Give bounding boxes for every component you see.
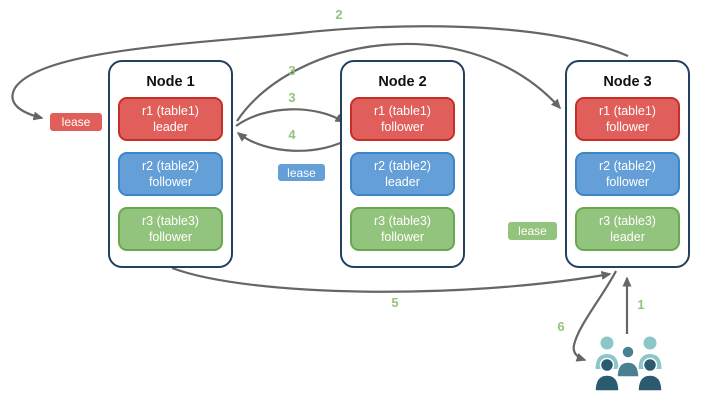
replica-role: follower <box>148 175 193 189</box>
replica-name: r2 (table2) <box>374 158 431 173</box>
node-2: Node 2 r1 (table1) follower r2 (table2) … <box>340 60 465 268</box>
arrow-step-5-node1-to-node3 <box>171 266 612 293</box>
replica-r1-node3: r1 (table1) follower <box>575 97 680 141</box>
replica-r1-node1: r1 (table1) leader <box>118 97 223 141</box>
replica-name: r2 (table2) <box>142 158 199 173</box>
replica-r2-node3: r2 (table2) follower <box>575 152 680 196</box>
replica-name: r1 (table1) <box>599 103 656 118</box>
replica-r2-node1: r2 (table2) follower <box>118 152 223 196</box>
replica-r3-node1: r3 (table3) follower <box>118 207 223 251</box>
step-label-1: 1 <box>637 297 645 312</box>
step-label-6: 6 <box>557 319 565 334</box>
replica-r1-node2: r1 (table1) follower <box>350 97 455 141</box>
arrow-step-6-node3-to-users <box>572 270 617 362</box>
node-title: Node 1 <box>146 74 195 90</box>
replica-name: r1 (table1) <box>374 103 431 118</box>
replica-r2-node2: r2 (table2) leader <box>350 152 455 196</box>
replica-role: follower <box>380 120 425 134</box>
replica-name: r3 (table3) <box>142 213 199 228</box>
replica-role: leader <box>385 175 420 189</box>
node-3: Node 3 r1 (table1) follower r2 (table2) … <box>565 60 690 268</box>
replica-name: r3 (table3) <box>374 213 431 228</box>
replica-name: r1 (table1) <box>142 103 199 118</box>
arrow-step-3-node1-to-node2 <box>235 108 346 127</box>
step-label-5: 5 <box>391 295 399 310</box>
step-label-4: 4 <box>288 127 296 142</box>
node-1: Node 1 r1 (table1) leader r2 (table2) fo… <box>108 60 233 268</box>
node-title: Node 3 <box>603 74 652 90</box>
replica-role: follower <box>380 230 425 244</box>
step-label-3a: 3 <box>288 63 296 78</box>
replica-role: leader <box>153 120 188 134</box>
replica-r3-node3: r3 (table3) leader <box>575 207 680 251</box>
step-label-2: 2 <box>335 7 343 22</box>
replica-r3-node2: r3 (table3) follower <box>350 207 455 251</box>
lease-label-red: lease <box>49 112 103 132</box>
users-icon <box>594 336 663 392</box>
replica-name: r2 (table2) <box>599 158 656 173</box>
lease-label-green: lease <box>507 221 558 241</box>
replica-role: follower <box>148 230 193 244</box>
replica-role: leader <box>610 230 645 244</box>
node-title: Node 2 <box>378 74 427 90</box>
step-label-3b: 3 <box>288 90 296 105</box>
arrow-step-2-node3-to-red-lease <box>11 25 629 121</box>
replica-role: follower <box>605 175 650 189</box>
replica-name: r3 (table3) <box>599 213 656 228</box>
replica-role: follower <box>605 120 650 134</box>
lease-label-blue: lease <box>277 163 326 182</box>
